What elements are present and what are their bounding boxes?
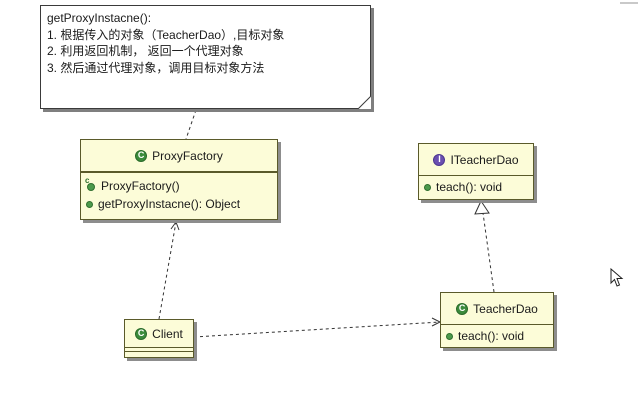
- class-header: C ProxyFactory: [81, 140, 277, 172]
- operation-row[interactable]: c ProxyFactory(): [81, 176, 277, 195]
- teacherdao-realizes-iteacherdao: [482, 212, 495, 293]
- operation-label: teach(): void: [436, 180, 503, 194]
- class-icon: C: [456, 302, 469, 315]
- client-class-box[interactable]: C Client: [124, 319, 194, 358]
- class-header: C Client: [125, 320, 193, 348]
- public-method-icon: [424, 183, 431, 191]
- interface-name: ITeacherDao: [450, 152, 519, 167]
- client-to-proxyfactory-dependency: [158, 221, 177, 320]
- realization-arrowhead: [474, 199, 490, 215]
- attributes-compartment: [81, 172, 277, 177]
- note-line-3: 2. 利用返回机制， 返回一个代理对象: [47, 44, 244, 58]
- operation-row[interactable]: teach(): void: [419, 178, 533, 196]
- operation-row[interactable]: teach(): void: [441, 327, 553, 345]
- mouse-cursor-icon: [610, 268, 624, 287]
- class-name: Client: [152, 326, 183, 341]
- proxyfactory-class-box[interactable]: C ProxyFactory c ProxyFactory() getProxy…: [80, 139, 278, 220]
- operation-label: teach(): void: [458, 329, 525, 343]
- client-to-teacherdao-dependency: [193, 321, 441, 338]
- note-fold-corner: [358, 96, 371, 109]
- class-header: C TeacherDao: [441, 293, 553, 325]
- teacherdao-class-box[interactable]: C TeacherDao teach(): void: [440, 292, 554, 348]
- operation-row[interactable]: getProxyInstacne(): Object: [81, 195, 277, 213]
- constructor-icon: c: [85, 176, 96, 191]
- public-method-icon: [86, 200, 93, 208]
- window-corner-mark: [620, 2, 638, 12]
- class-icon: C: [135, 327, 148, 340]
- iteacherdao-interface-box[interactable]: I ITeacherDao teach(): void: [418, 143, 534, 200]
- dependency-arrowhead-proxyfactory: [170, 220, 180, 231]
- class-icon: C: [135, 149, 148, 162]
- operation-label: getProxyInstacne(): Object: [98, 197, 241, 211]
- public-method-icon: [446, 332, 453, 340]
- note-line-2: 1. 根据传入的对象（TeacherDao）,目标对象: [47, 27, 285, 42]
- note-anchor-line: [185, 109, 197, 140]
- note-line-4: 3. 然后通过代理对象，调用目标对象方法: [47, 60, 265, 75]
- interface-header: I ITeacherDao: [419, 144, 533, 176]
- class-name: TeacherDao: [473, 301, 538, 316]
- class-name: ProxyFactory: [152, 148, 223, 163]
- interface-icon: I: [433, 153, 446, 166]
- operation-label: ProxyFactory(): [101, 179, 180, 193]
- note-line-1: getProxyInstacne():: [47, 11, 152, 25]
- note-box: getProxyInstacne(): 1. 根据传入的对象（TeacherDa…: [40, 5, 371, 109]
- attributes-compartment: [125, 348, 193, 352]
